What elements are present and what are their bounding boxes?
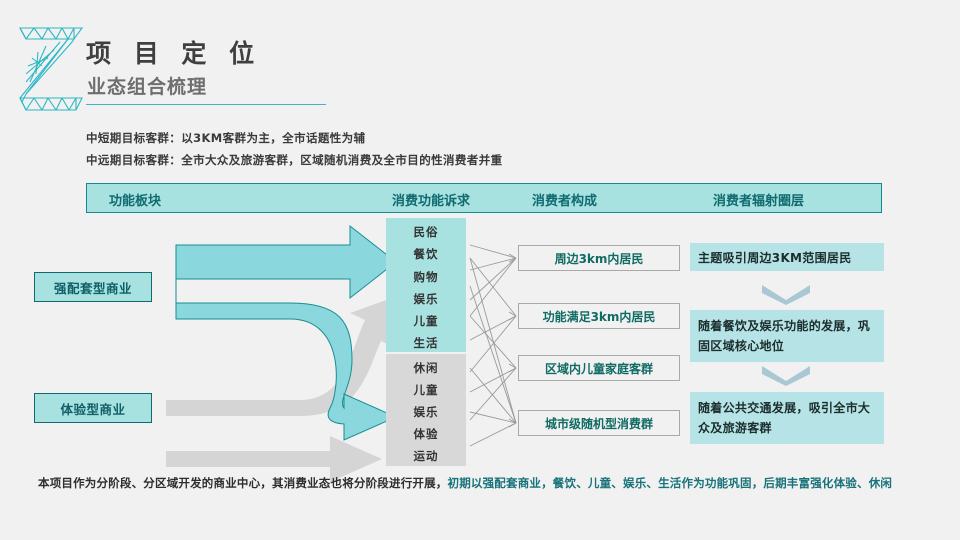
gray-arrow-upward [166, 295, 400, 416]
demand-item: 儿童 [413, 314, 439, 329]
demand-item: 生活 [413, 336, 439, 351]
demand-item: 运动 [413, 449, 439, 463]
chevron-down-icon [762, 366, 810, 386]
consumer-box-nearby-3km[interactable]: 周边3km内居民 [518, 245, 680, 271]
demand-item: 餐饮 [413, 247, 439, 262]
z-truss-logo [19, 27, 84, 111]
footer-highlight-text: 初期以强配套商业，餐饮、儿童、娱乐、生活作为功能巩固，后期丰富强化体验、休闲 [447, 476, 893, 490]
footer-plain-text: 本项目作为分阶段、分区域开发的商业中心，其消费业态也将分阶段进行开展， [38, 476, 448, 490]
demand-list-bottom: 休闲 儿童 娱乐 体验 运动 [386, 354, 466, 466]
demand-item: 娱乐 [413, 405, 439, 419]
consumer-box-city-random[interactable]: 城市级随机型消费群 [518, 410, 680, 436]
demand-item: 娱乐 [413, 291, 439, 306]
consumer-box-child-family[interactable]: 区域内儿童家庭客群 [518, 355, 680, 381]
column-header-radiation: 消费者辐射圈层 [713, 194, 805, 209]
radiation-box-stage-1[interactable]: 主题吸引周边3KM范围居民 [690, 243, 884, 271]
radiation-box-stage-2[interactable]: 随着餐饮及娱乐功能的发展，巩固区域核心地位 [690, 310, 884, 362]
demand-item: 民俗 [413, 225, 439, 239]
demand-item: 休闲 [413, 361, 439, 375]
radiation-box-stage-3[interactable]: 随着公共交通发展，吸引全市大众及旅游客群 [690, 392, 884, 444]
column-header-bar: 功能板块 消费功能诉求 消费者构成 消费者辐射圈层 [86, 183, 882, 213]
demand-list-top: 民俗 餐饮 购物 娱乐 儿童 生活 [386, 218, 466, 352]
footer-summary: 本项目作为分阶段、分区域开发的商业中心，其消费业态也将分阶段进行开展，初期以强配… [38, 475, 892, 491]
page-title: 项 目 定 位 [86, 39, 262, 68]
demand-item: 购物 [413, 269, 439, 284]
demand-item: 儿童 [413, 383, 439, 397]
column-header-consumer: 消费者构成 [532, 194, 598, 209]
page-subtitle: 业态组合梳理 [87, 76, 208, 98]
connector-arrowheads [508, 253, 517, 428]
chevron-down-icon [762, 285, 810, 305]
consumer-box-function-3km[interactable]: 功能满足3km内居民 [518, 303, 680, 329]
crossing-connectors [469, 244, 517, 447]
category-chip-experience[interactable]: 体验型商业 [34, 393, 152, 423]
category-chip-strong-support[interactable]: 强配套型商业 [34, 272, 152, 302]
column-header-demand: 消费功能诉求 [392, 194, 471, 209]
demand-item: 体验 [413, 427, 439, 441]
title-divider [86, 104, 326, 105]
column-header-function: 功能板块 [109, 194, 162, 209]
teal-arrow-lower [175, 279, 398, 441]
bullet-short-term: 中短期目标客群：以3KM客群为主，全市话题性为辅 [86, 131, 366, 145]
bullet-long-term: 中远期目标客群：全市大众及旅游客群，区域随机消费及全市目的性消费者并重 [86, 153, 503, 167]
teal-arrow-upper [175, 224, 397, 300]
